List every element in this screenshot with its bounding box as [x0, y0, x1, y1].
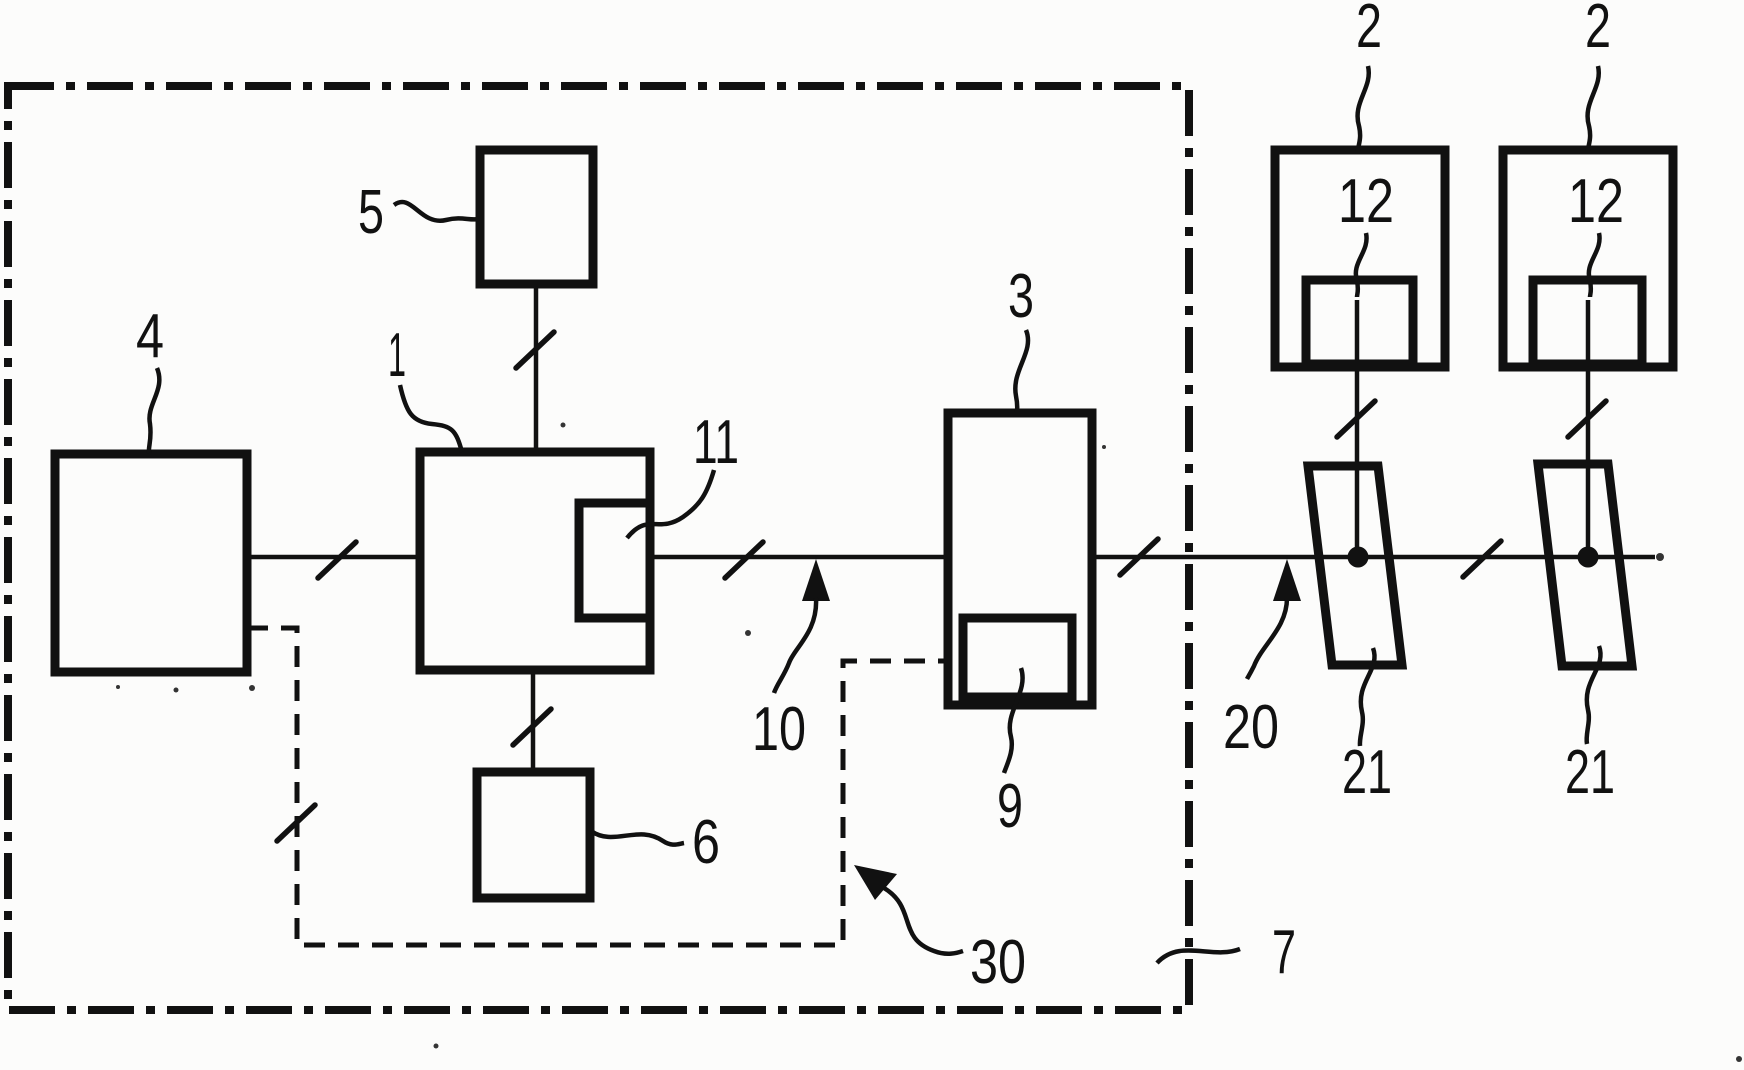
- label-7: 7: [1272, 918, 1296, 987]
- label-12-right: 12: [1568, 167, 1624, 236]
- label-5: 5: [358, 178, 384, 247]
- speck: [1102, 445, 1106, 449]
- reference-arrows: [771, 559, 1301, 956]
- bus-slash: [513, 329, 557, 371]
- leader-2-left: [1355, 65, 1372, 152]
- wheel-21-left: [1302, 461, 1408, 670]
- label-6: 6: [692, 808, 720, 877]
- block-12-left: [1301, 275, 1418, 369]
- leader-12-left: [1353, 232, 1369, 298]
- arrow-20-head: [1273, 559, 1301, 601]
- speck: [1656, 553, 1664, 561]
- label-12-left: 12: [1338, 167, 1394, 236]
- bus-slash: [1565, 398, 1609, 440]
- leader-21-left: [1357, 647, 1377, 747]
- reference-numerals: 5 4 1 11 6 10 30 3 9 7 2 2 12 12 20 21 2…: [136, 0, 1624, 997]
- block-5: [475, 145, 598, 289]
- label-21-left: 21: [1342, 738, 1392, 807]
- leader-9: [1001, 667, 1025, 774]
- label-9: 9: [997, 772, 1023, 841]
- speck: [560, 422, 566, 428]
- speck: [173, 687, 179, 693]
- leader-1: [397, 384, 465, 453]
- speck: [745, 630, 751, 636]
- speck: [433, 1043, 439, 1049]
- bus-slash: [1334, 398, 1378, 440]
- leader-12-right: [1586, 232, 1602, 298]
- boundary-box-7: [4, 82, 1193, 1014]
- label-20: 20: [1223, 693, 1279, 762]
- label-2-right: 2: [1585, 0, 1611, 61]
- arrow-20-tail: [1244, 597, 1290, 681]
- leader-3: [1013, 329, 1031, 413]
- leader-lines: [146, 65, 1603, 965]
- block-6: [472, 767, 595, 903]
- block-4: [50, 449, 252, 677]
- scan-noise-specks: [116, 422, 1742, 1062]
- speck: [1736, 1056, 1742, 1062]
- leader-6: [589, 829, 685, 847]
- leader-2-right: [1585, 65, 1602, 152]
- leader-5: [392, 199, 480, 223]
- bus-slash-marks: [274, 329, 1609, 844]
- label-2-left: 2: [1356, 0, 1382, 61]
- label-21-right: 21: [1565, 738, 1615, 807]
- label-1: 1: [388, 321, 406, 390]
- bus-slash: [274, 802, 318, 844]
- block-11: [574, 498, 655, 623]
- dashed-signal-path-30: [247, 625, 946, 948]
- label-10: 10: [752, 695, 806, 764]
- arrow-10-head: [802, 559, 830, 601]
- shaft-joint-dot-right: [1577, 546, 1599, 568]
- block-1: [415, 447, 655, 675]
- leader-4: [146, 367, 162, 454]
- leader-21-right: [1584, 645, 1603, 745]
- wheel-21-right: [1532, 459, 1638, 671]
- leader-7: [1155, 946, 1241, 965]
- speck: [116, 685, 120, 689]
- label-30: 30: [970, 928, 1026, 997]
- label-11: 11: [693, 408, 739, 477]
- arrow-30-tail: [882, 886, 964, 956]
- arrow-10-tail: [771, 597, 819, 694]
- label-4: 4: [136, 302, 164, 371]
- leader-11: [625, 469, 717, 540]
- label-3: 3: [1008, 262, 1034, 331]
- connection-lines: [247, 284, 1655, 772]
- bus-slash: [315, 539, 359, 581]
- speck: [249, 685, 255, 691]
- shaft-joint-dot-left: [1347, 546, 1369, 568]
- arrow-30-head: [854, 865, 897, 900]
- bus-slash: [510, 706, 554, 748]
- bus-slash: [1460, 538, 1504, 580]
- block-3: [943, 408, 1097, 710]
- block-9: [958, 613, 1077, 702]
- bus-slash: [1117, 536, 1161, 578]
- bus-slash: [722, 539, 766, 581]
